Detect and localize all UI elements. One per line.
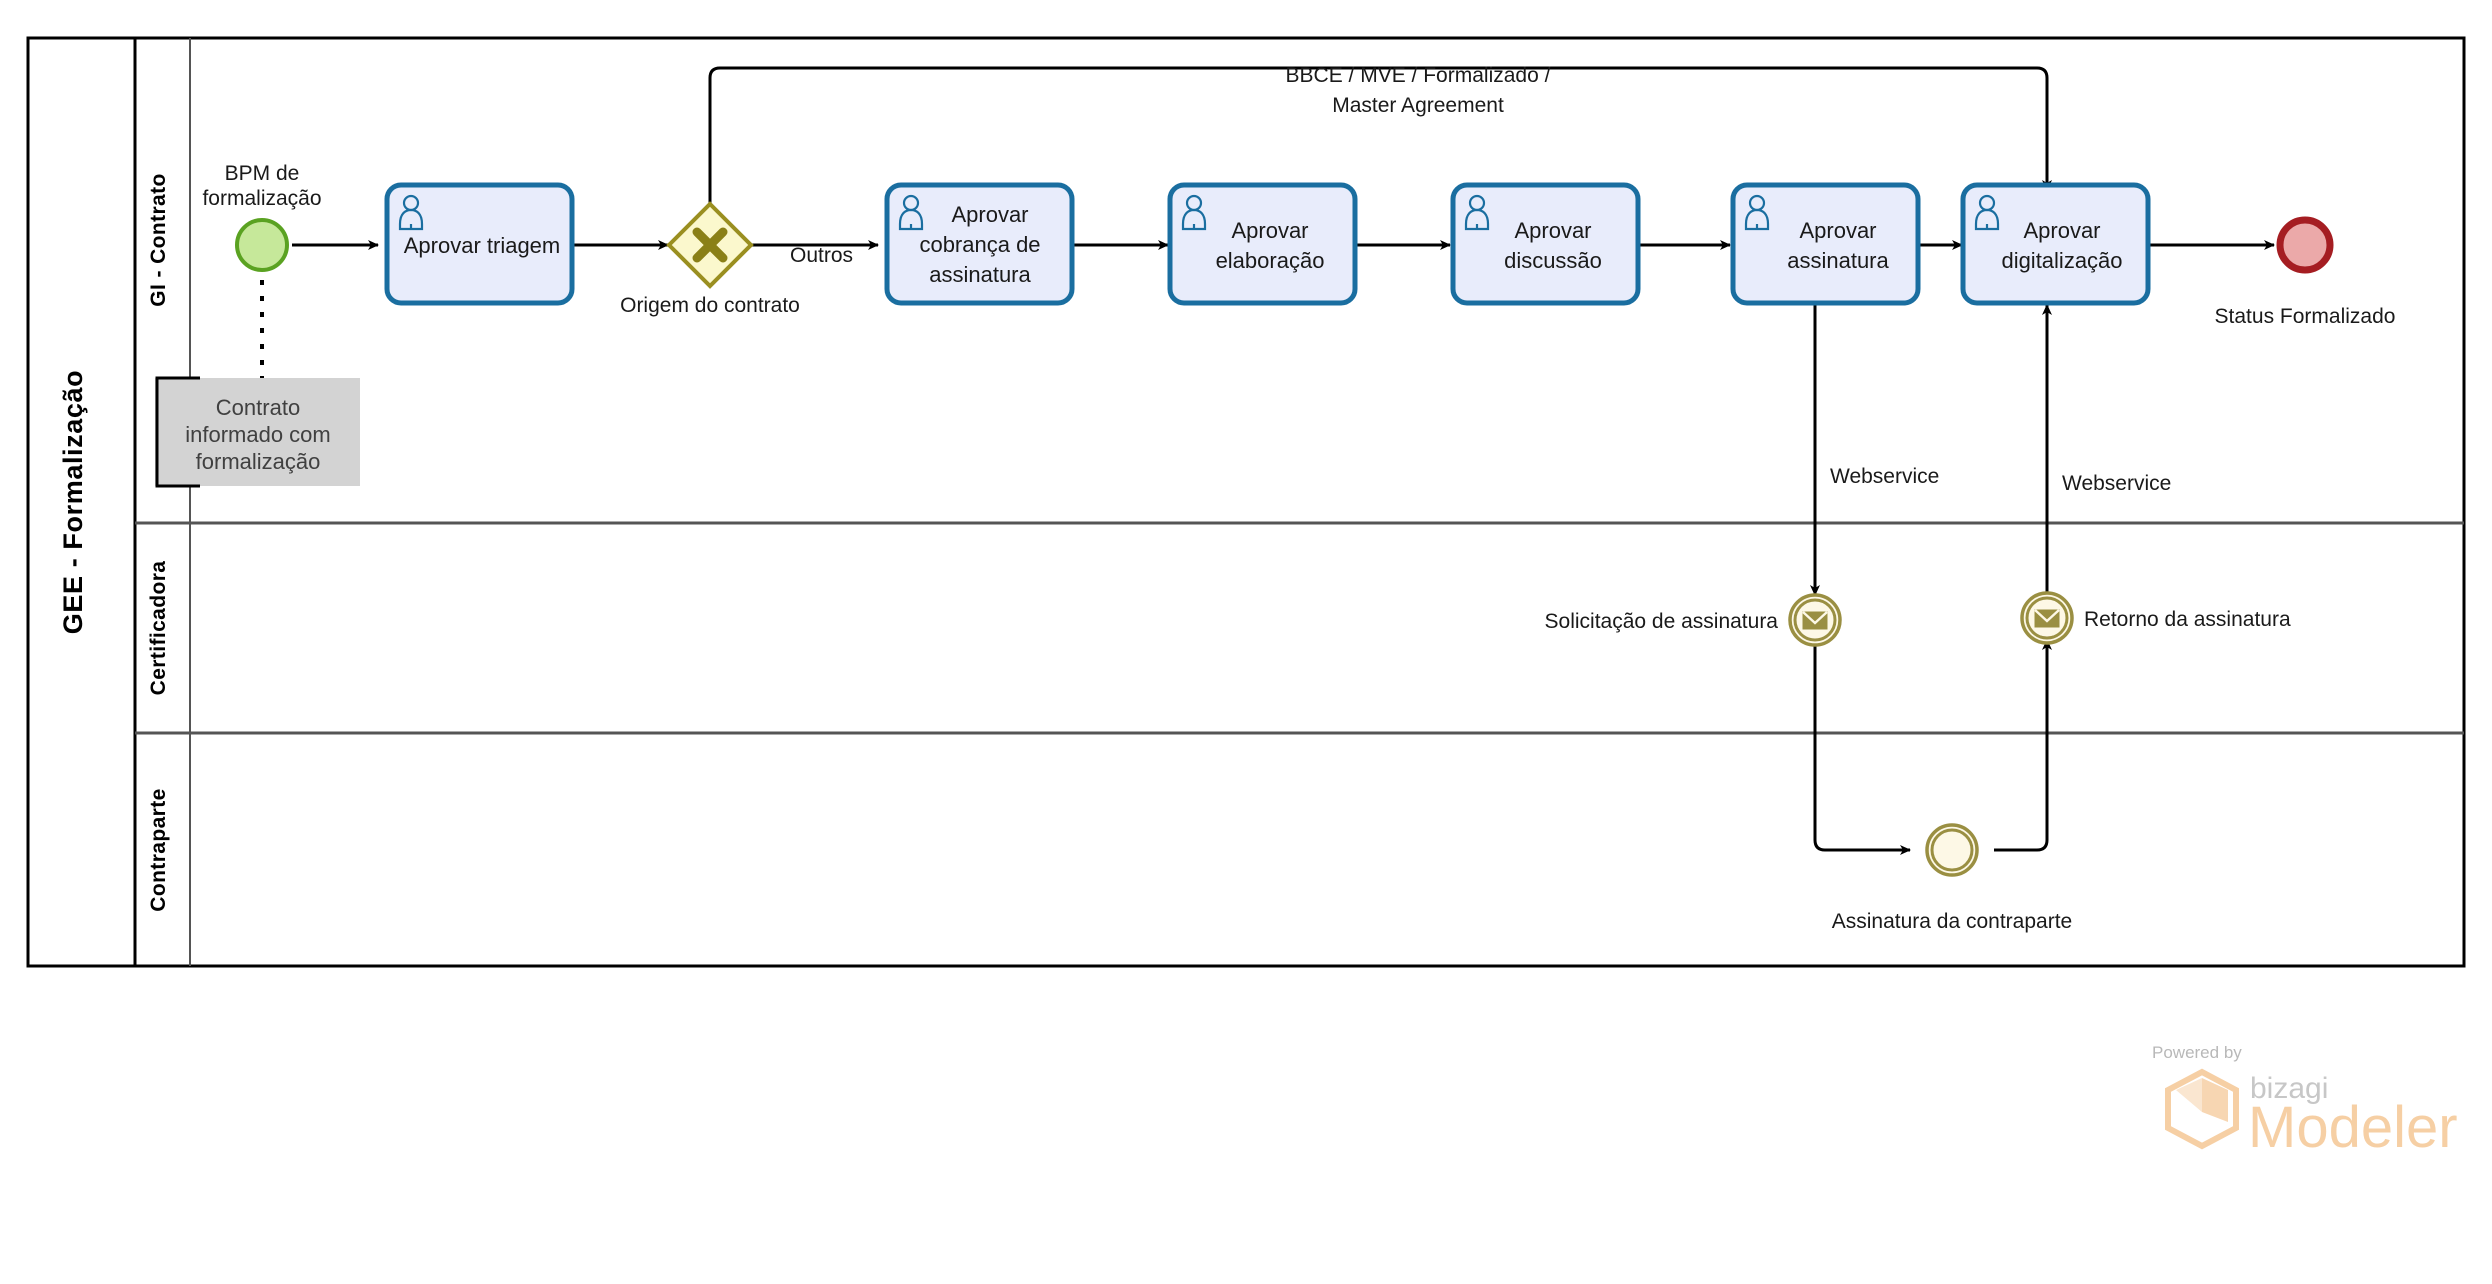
intermediate-event-assinatura-contraparte[interactable] (1925, 823, 1979, 877)
message-event-label-solicitacao: Solicitação de assinatura (1545, 610, 1779, 633)
flow-label-webservice-1: Webservice (1830, 465, 1939, 488)
annotation-line3: formalização (196, 449, 321, 474)
annotation-line1: Contrato (216, 395, 300, 420)
flow-contraparte-to-retorno (1994, 639, 2052, 852)
user-task-icon (1181, 194, 1207, 231)
start-event-label-line2: formalização (202, 187, 321, 210)
sequence-flows (260, 66, 2275, 855)
task-label-line2: discussão (1504, 248, 1602, 273)
task-label-line2: cobrança de (919, 232, 1040, 257)
flow-label-webservice-2: Webservice (2062, 472, 2171, 495)
annotation-line2: informado com (185, 422, 331, 447)
intermediate-event-label-contraparte: Assinatura da contraparte (1832, 910, 2072, 933)
pool-title: GEE - Formalização (58, 370, 88, 634)
task-aprovar-discussao[interactable]: Aprovar discussão (1450, 182, 1641, 306)
task-label-line1: Aprovar (951, 202, 1028, 227)
user-task-icon (898, 194, 924, 231)
start-event-bpm-formalizacao[interactable] (235, 218, 289, 272)
task-label-line1: Aprovar triagem (404, 233, 561, 258)
bizagi-hexagon-logo (2165, 1068, 2239, 1150)
task-aprovar-cobranca[interactable]: Aprovar cobrança de assinatura (884, 182, 1075, 306)
lane-label-contraparte: Contraparte (147, 788, 170, 911)
message-event-label-retorno: Retorno da assinatura (2084, 608, 2291, 631)
flow-gateway-bbce-to-digitalizacao (708, 66, 2052, 204)
flow-label-bbce-line1: BBCE / MVE / Formalizado / (1286, 64, 1551, 87)
task-label-line2: elaboração (1216, 248, 1325, 273)
task-aprovar-assinatura[interactable]: Aprovar assinatura (1730, 182, 1921, 306)
task-label-line1: Aprovar (1514, 218, 1591, 243)
start-event-circle[interactable] (235, 218, 289, 272)
watermark-bizagi: bizagi (2250, 1072, 2328, 1105)
bizagi-watermark: Powered by bizagi Modeler (2152, 1043, 2458, 1160)
envelope-icon (1802, 611, 1828, 630)
task-label-line1: Aprovar (1231, 218, 1308, 243)
envelope-icon (2034, 609, 2060, 628)
watermark-powered-by: Powered by (2152, 1043, 2242, 1062)
user-task-icon (1744, 194, 1770, 231)
start-event-label-line1: BPM de (225, 162, 300, 185)
message-event-retorno-assinatura[interactable] (2020, 591, 2074, 645)
task-label-line1: Aprovar (1799, 218, 1876, 243)
watermark-modeler: Modeler (2248, 1095, 2458, 1160)
end-event-circle[interactable] (2276, 216, 2334, 274)
task-label-line3: assinatura (929, 262, 1031, 287)
user-task-icon (398, 194, 424, 231)
task-label-line2: assinatura (1787, 248, 1889, 273)
end-event-label: Status Formalizado (2215, 305, 2396, 328)
pool-container (26, 36, 2466, 968)
gateway-label: Origem do contrato (620, 294, 800, 317)
task-aprovar-digitalizacao[interactable]: Aprovar digitalização (1960, 182, 2151, 306)
flow-label-outros: Outros (790, 244, 853, 267)
task-aprovar-triagem[interactable]: Aprovar triagem (384, 182, 575, 306)
lane-label-certificadora: Certificadora (147, 561, 170, 696)
task-aprovar-elaboracao[interactable]: Aprovar elaboração (1167, 182, 1358, 306)
task-label-line2: digitalização (2001, 248, 2122, 273)
end-event-status-formalizado[interactable] (2276, 216, 2334, 274)
flow-solicitacao-to-contraparte (1813, 640, 1911, 855)
lane-label-gi-contrato: GI - Contrato (147, 173, 170, 307)
flow-label-bbce-line2: Master Agreement (1332, 94, 1504, 117)
exclusive-gateway-origem-contrato[interactable] (666, 201, 754, 289)
user-task-icon (1974, 194, 2000, 231)
message-event-solicitacao-assinatura[interactable] (1788, 593, 1842, 647)
text-annotation-contrato: Contrato informado com formalização (155, 376, 360, 488)
task-label-line1: Aprovar (2023, 218, 2100, 243)
user-task-icon (1464, 194, 1490, 231)
